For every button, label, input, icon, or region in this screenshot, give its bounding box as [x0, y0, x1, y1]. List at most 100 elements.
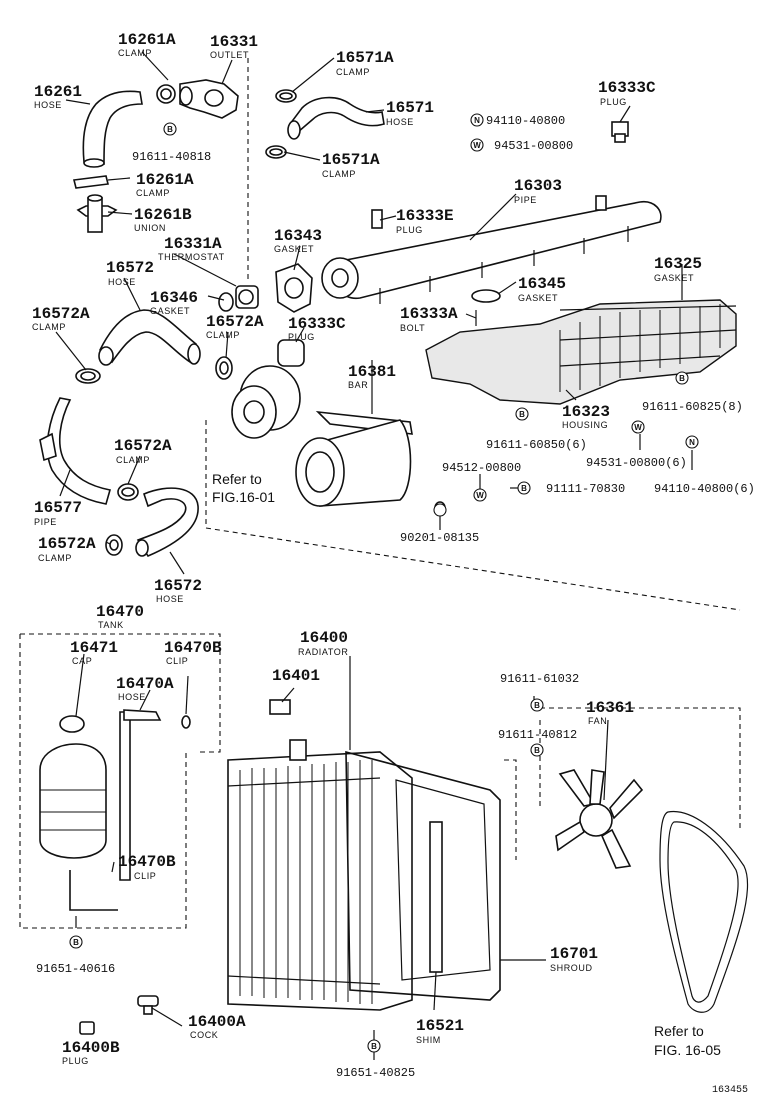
clamps-16572a-drawing: [75, 356, 233, 556]
part-number-16400a: 16400A: [188, 1013, 246, 1031]
union-16261b-drawing: [73, 175, 118, 233]
part-caption-16400b: PLUG: [62, 1056, 89, 1066]
part-number-16571: 16571: [386, 99, 434, 117]
svg-text:B: B: [521, 484, 527, 493]
pipe-16577-drawing: [39, 397, 112, 505]
part-caption-16333c-top: PLUG: [600, 97, 627, 107]
part-caption-16261a-mid: CLAMP: [136, 188, 170, 198]
hose-16571-drawing: [265, 89, 385, 159]
alternator-bar-drawing: [295, 410, 446, 515]
fan-16361-drawing: [555, 769, 644, 869]
part-number-16345: 16345: [518, 275, 566, 293]
part-number-16401: 16401: [272, 667, 320, 685]
tank-16470-drawing: [39, 709, 191, 911]
part-number-16400: 16400: [300, 629, 348, 647]
svg-text:B: B: [534, 746, 540, 755]
part-number-16572a-4: 16572A: [38, 535, 96, 553]
reference-line1-fig-16-05: Refer to: [654, 1023, 704, 1039]
svg-text:W: W: [634, 423, 642, 432]
reference-labels: Refer to FIG.16-01 Refer to FIG. 16-05: [212, 471, 721, 1058]
symbol-b-91651-40825: [367, 1039, 381, 1053]
part-caption-16381: BAR: [348, 380, 368, 390]
part-caption-16303: PIPE: [514, 195, 537, 205]
part-number-91651-40825: 91651-40825: [336, 1066, 415, 1080]
outlet-16331-drawing: [156, 79, 239, 119]
part-caption-16470b-top: CLIP: [166, 656, 188, 666]
part-caption-16572-top: HOSE: [108, 277, 136, 287]
part-caption-16521: SHIM: [416, 1035, 441, 1045]
part-number-16261: 16261: [34, 83, 82, 101]
svg-text:N: N: [474, 116, 480, 125]
water-pump-drawing: [231, 339, 305, 439]
symbol-n-94110-40800: [470, 113, 484, 127]
symbol-90201-08135: [433, 503, 447, 517]
svg-text:N: N: [689, 438, 695, 447]
part-number-16333a: 16333A: [400, 305, 458, 323]
part-number-16572-top: 16572: [106, 259, 154, 277]
part-caption-16331: OUTLET: [210, 50, 249, 60]
part-number-16572-bot: 16572: [154, 577, 202, 595]
part-caption-16572a-4: CLAMP: [38, 553, 72, 563]
part-number-16470: 16470: [96, 603, 144, 621]
thermostat-16331a-drawing: [218, 285, 259, 312]
hose-16261-drawing: [82, 90, 143, 168]
part-number-16261a-mid: 16261A: [136, 171, 194, 189]
part-caption-16333a: BOLT: [400, 323, 425, 333]
part-caption-16333e: PLUG: [396, 225, 423, 235]
part-number-16571a-top: 16571A: [336, 49, 394, 67]
gasket-16345-drawing: [471, 289, 501, 326]
plug-16400b-drawing: [79, 1021, 95, 1035]
svg-text:W: W: [476, 491, 484, 500]
part-number-16303: 16303: [514, 177, 562, 195]
part-number-91611-40812: 91611-40812: [498, 728, 577, 742]
part-caption-16571a-bot: CLAMP: [322, 169, 356, 179]
part-caption-16400: RADIATOR: [298, 647, 348, 657]
symbol-b-91611-40812: [530, 743, 544, 757]
part-number-16701: 16701: [550, 945, 598, 963]
part-number-16323: 16323: [562, 403, 610, 421]
part-caption-16261b: UNION: [134, 223, 166, 233]
part-number-16325: 16325: [654, 255, 702, 273]
part-number-16521: 16521: [416, 1017, 464, 1035]
symbol-b-91611-61032: [530, 698, 544, 712]
part-number-94512-00800: 94512-00800: [442, 461, 521, 475]
part-caption-16701: SHROUD: [550, 963, 593, 973]
shroud-16701-drawing: [345, 750, 501, 1001]
part-number-94110-40800: 94110-40800: [486, 114, 565, 128]
reference-line1-fig-16-01: Refer to: [212, 471, 262, 487]
part-number-91611-40818: 91611-40818: [132, 150, 211, 164]
gasket-16343-drawing: [275, 263, 313, 313]
part-number-91111-70830: 91111-70830: [546, 482, 625, 496]
hose-16572-top-drawing: [98, 309, 201, 366]
svg-text:W: W: [473, 141, 481, 150]
part-labels: 16261A CLAMP 16331 OUTLET 16261 HOSE 916…: [32, 31, 755, 1080]
part-number-16333c-top: 16333C: [598, 79, 656, 97]
part-caption-16333c-mid: PLUG: [288, 332, 315, 342]
part-caption-16471: CAP: [72, 656, 92, 666]
svg-text:B: B: [519, 410, 525, 419]
svg-text:B: B: [167, 125, 173, 134]
svg-text:B: B: [679, 374, 685, 383]
part-number-94531-00800: 94531-00800: [494, 139, 573, 153]
part-caption-16261a-top: CLAMP: [118, 48, 152, 58]
hose-16572-bottom-drawing: [135, 487, 199, 558]
part-caption-16361: FAN: [588, 716, 607, 726]
part-caption-16577: PIPE: [34, 517, 57, 527]
svg-text:B: B: [534, 701, 540, 710]
part-number-16572a-2: 16572A: [206, 313, 264, 331]
part-number-16331a: 16331A: [164, 235, 222, 253]
part-number-16261b: 16261B: [134, 206, 192, 224]
part-caption-16571: HOSE: [386, 117, 414, 127]
symbol-n-94110-40800-6: [685, 435, 699, 449]
part-number-91611-60850: 91611-60850(6): [486, 438, 587, 452]
part-number-16577: 16577: [34, 499, 82, 517]
svg-text:B: B: [73, 938, 79, 947]
footer-code: 163455: [712, 1085, 748, 1096]
symbol-b-91111-70830: [517, 481, 531, 495]
symbol-b-91611-40818: [163, 122, 177, 136]
part-caption-16572a-1: CLAMP: [32, 322, 66, 332]
part-number-16571a-bot: 16571A: [322, 151, 380, 169]
part-caption-16572a-3: CLAMP: [116, 455, 150, 465]
part-number-16470b-top: 16470B: [164, 639, 222, 657]
